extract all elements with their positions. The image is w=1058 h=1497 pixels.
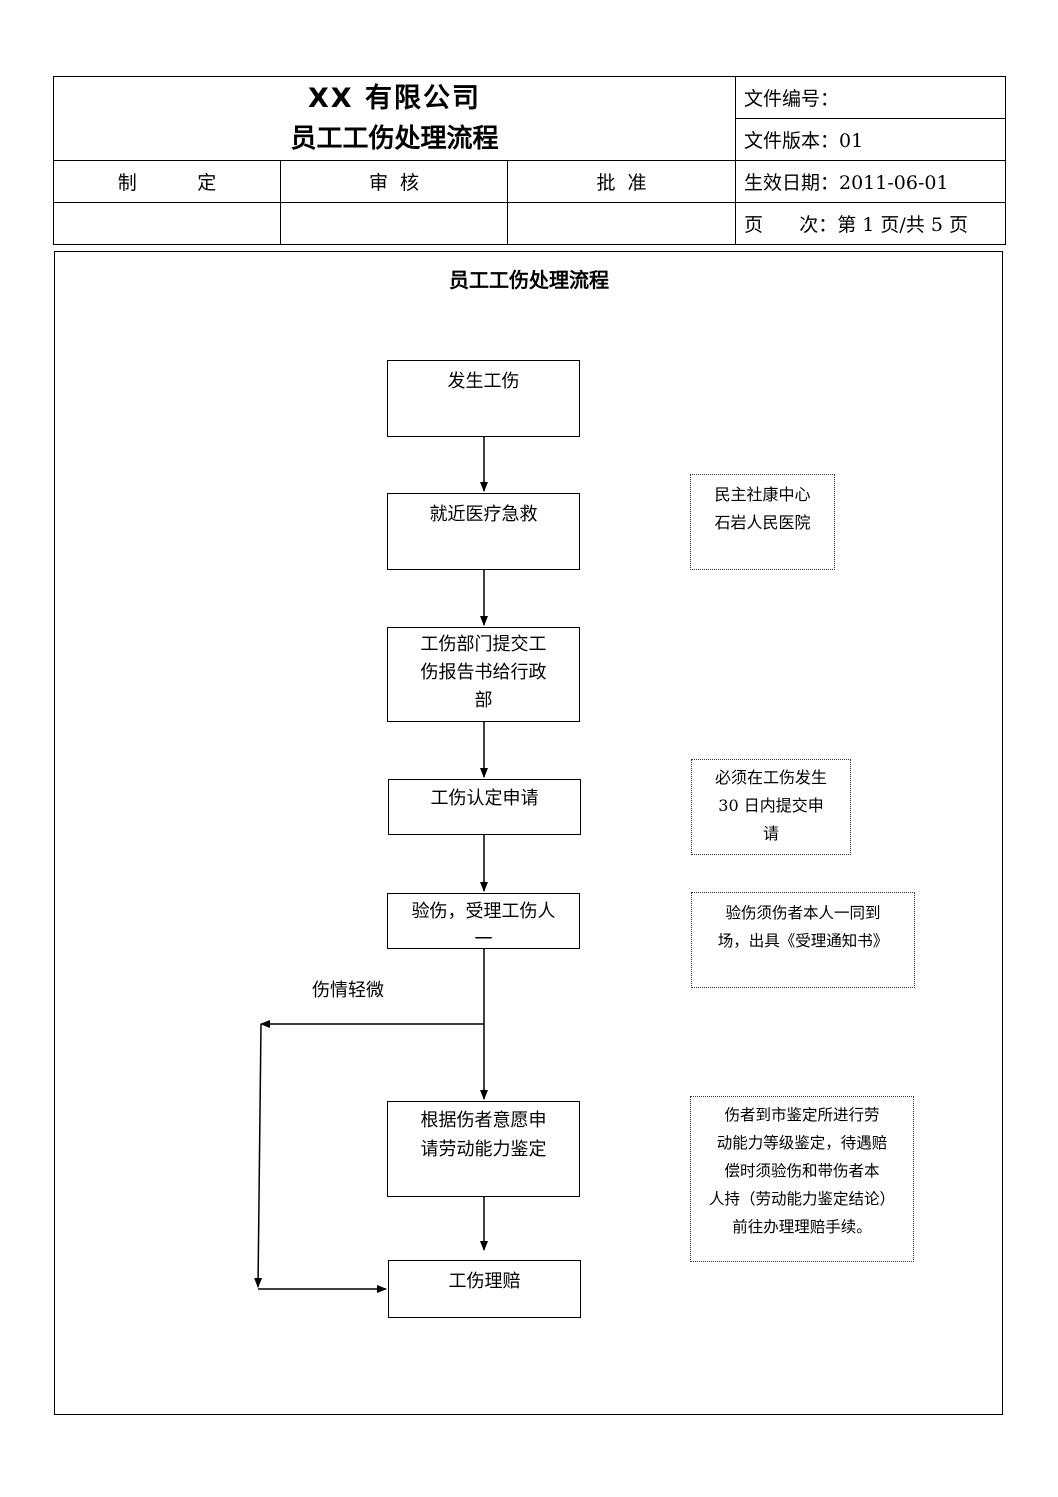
document-title: 员工工伤处理流程	[290, 123, 499, 154]
branch-label-minor-injury: 伤情轻微	[312, 980, 384, 1001]
flow-step-emergency-treatment: 就近医疗急救	[387, 493, 580, 570]
doc-version-field: 文件版本：01	[735, 118, 1006, 161]
company-title-cell: XX 有限公司 员工工伤处理流程	[53, 76, 736, 161]
company-name: XX 有限公司	[307, 82, 482, 114]
reviewed-by-signature	[280, 202, 508, 245]
flow-step-injury-occurs: 发生工伤	[387, 360, 580, 437]
flow-step-capacity-assessment: 根据伤者意愿申 请劳动能力鉴定	[387, 1101, 580, 1197]
flowchart-title: 员工工伤处理流程	[449, 268, 609, 292]
flow-step-submit-report: 工伤部门提交工 伤报告书给行政 部	[387, 627, 580, 722]
flow-step-injury-inspection: 验伤，受理工伤人 一	[387, 893, 580, 949]
note-inspection-requirement: 验伤须伤者本人一同到 场，出具《受理通知书》	[691, 892, 915, 988]
effective-date-field: 生效日期：2011-06-01	[735, 160, 1006, 203]
note-hospitals: 民主社康中心 石岩人民医院	[690, 474, 835, 570]
note-30-day-deadline: 必须在工伤发生 30 日内提交申 请	[691, 759, 851, 855]
page-info-field: 页 次：第 1 页/共 5 页	[735, 202, 1006, 245]
approved-by-signature	[507, 202, 736, 245]
arrow-branch-down	[254, 1023, 263, 1288]
flowchart-frame	[54, 251, 1003, 1415]
approved-by-label: 批 准	[507, 160, 736, 203]
made-by-signature	[53, 202, 281, 245]
flow-step-compensation: 工伤理赔	[388, 1260, 581, 1318]
flow-step-injury-certification: 工伤认定申请	[388, 779, 581, 835]
note-assessment-procedure: 伤者到市鉴定所进行劳 动能力等级鉴定，待遇赔 偿时须验伤和带伤者本 人持（劳动能…	[690, 1096, 914, 1262]
document-header-table: XX 有限公司 员工工伤处理流程 文件编号： 文件版本：01 制 定 审 核 批…	[53, 76, 1006, 245]
